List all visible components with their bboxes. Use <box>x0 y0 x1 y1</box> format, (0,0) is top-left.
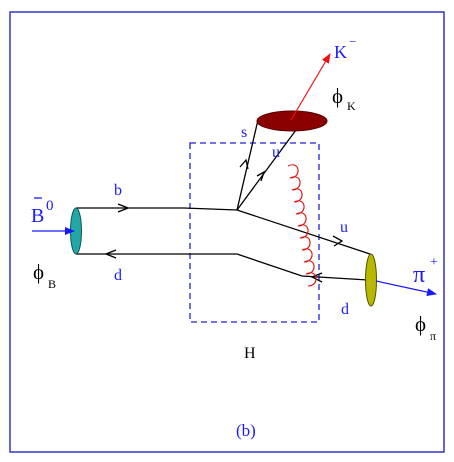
pi-meson-blob <box>365 253 377 307</box>
svg-text:+: + <box>430 255 438 270</box>
hard-kernel-box <box>189 142 320 323</box>
b-quark-line <box>76 207 238 211</box>
d-spectator-line <box>76 253 369 281</box>
s-arrow-icon <box>239 158 249 170</box>
pi-plus-label: π + <box>413 255 438 288</box>
s-quark-label: s <box>241 124 247 141</box>
gluon-line <box>287 164 317 287</box>
d-quark-label: d <box>114 267 122 284</box>
u-quark-line-right <box>236 209 371 255</box>
phi-k-label: ϕ K <box>332 84 356 113</box>
phi-pi-label: ϕ π <box>415 312 436 343</box>
b-arrow-icon <box>117 203 130 213</box>
kaon-blob <box>256 110 328 132</box>
phi-b-label: ϕ B <box>33 260 56 291</box>
quark-arrows <box>104 158 344 283</box>
svg-text:π: π <box>413 262 425 288</box>
svg-text:ϕ: ϕ <box>415 312 426 336</box>
svg-text:0: 0 <box>46 198 54 214</box>
svg-text:ϕ: ϕ <box>332 84 343 108</box>
quark-lines <box>76 119 371 281</box>
panel-label: (b) <box>236 421 256 440</box>
svg-text:B: B <box>31 205 44 227</box>
svg-text:K: K <box>347 99 356 113</box>
d-quark-right-label: d <box>341 301 349 318</box>
svg-text:π: π <box>430 329 436 343</box>
svg-text:B: B <box>48 277 56 291</box>
svg-text:K: K <box>334 42 347 62</box>
d-right-arrow-icon <box>310 272 323 283</box>
u-upper-arrow-icon <box>256 170 266 182</box>
figure-frame <box>9 11 445 453</box>
hard-box-label: H <box>244 345 256 362</box>
u-quark-right-label: u <box>340 219 348 236</box>
u-quark-line-upper <box>236 129 297 211</box>
b0-label: B 0 <box>31 197 54 227</box>
b-quark-label: b <box>114 182 122 199</box>
svg-text:ϕ: ϕ <box>33 260 44 284</box>
kaon-outgoing-arrow <box>290 53 331 121</box>
k-minus-label: K − <box>334 34 356 62</box>
pi-outgoing-arrow <box>375 280 437 297</box>
svg-text:−: − <box>349 34 356 49</box>
u-right-arrow-icon <box>332 235 344 247</box>
u-quark-upper-label: u <box>272 144 280 161</box>
d-arrow-icon <box>104 249 117 259</box>
